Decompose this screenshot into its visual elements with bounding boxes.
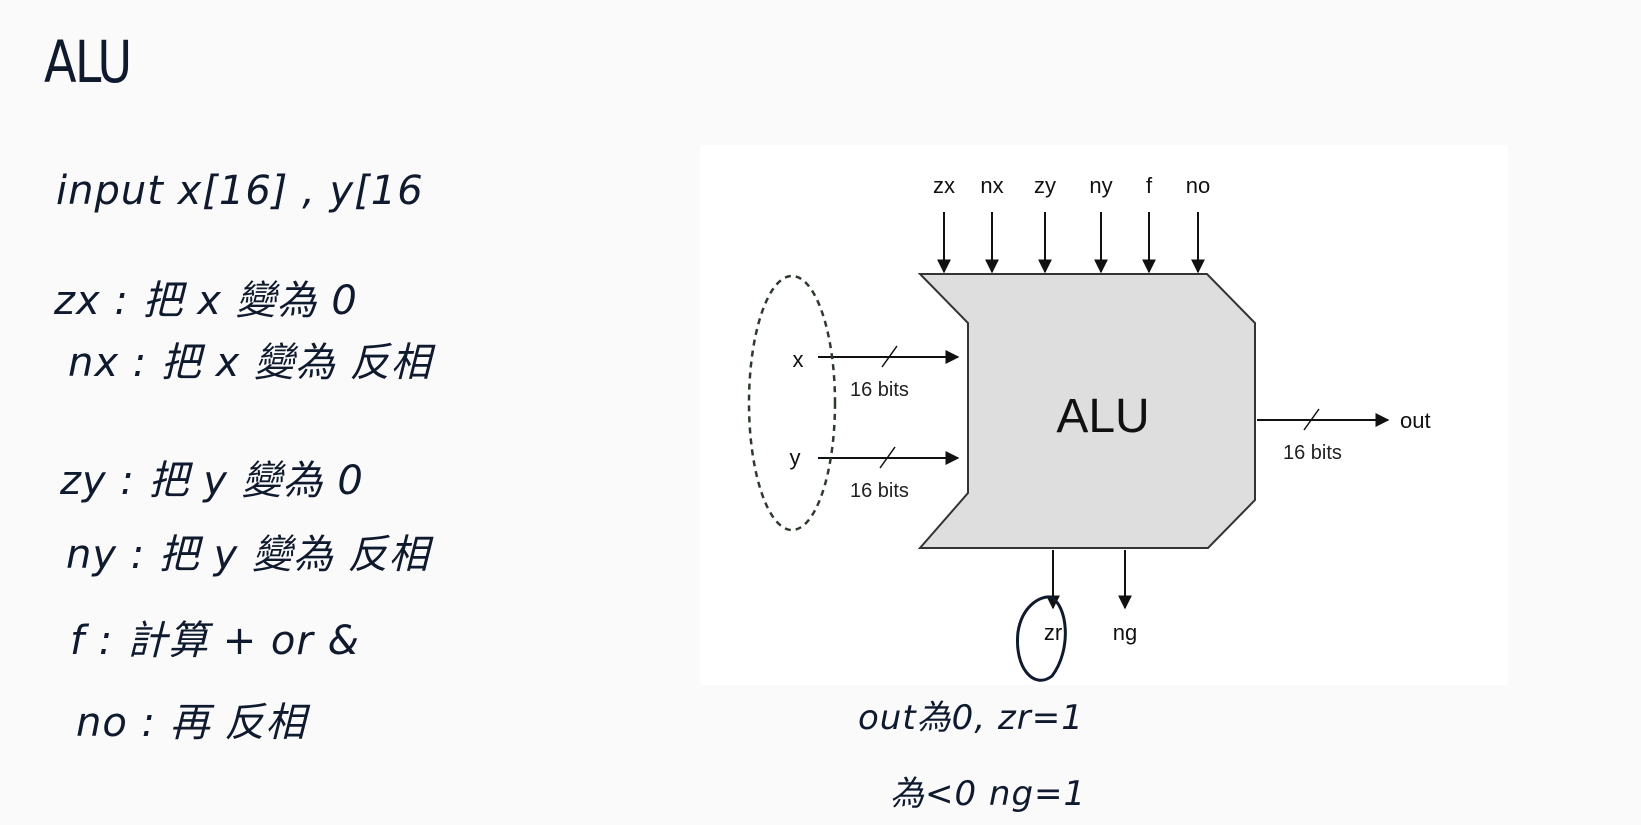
alu-chip-body — [917, 273, 1256, 549]
zr-hand-circle — [1015, 595, 1067, 682]
control-input-no: no — [1186, 173, 1210, 274]
notes-title: ALU — [44, 28, 132, 96]
control-label-f: f — [1146, 173, 1153, 198]
data-input-width-y: 16 bits — [850, 480, 909, 502]
control-label-zy: zy — [1034, 173, 1056, 198]
status-output-ng: ng — [1113, 550, 1137, 645]
control-label-no: no — [1186, 173, 1210, 198]
control-label-zx: zx — [933, 173, 955, 198]
data-input-x: x 16 bits — [793, 345, 960, 401]
control-label-ny: ny — [1089, 173, 1112, 198]
note-input-line: input x[16] , y[16 — [56, 168, 424, 214]
note-no: no : 再 反相 — [76, 700, 307, 746]
inputs-group-ellipse — [747, 274, 837, 532]
bus-slash-y — [879, 446, 896, 469]
bus-slash-out — [1303, 408, 1320, 431]
control-input-nx: nx — [980, 173, 1004, 274]
note-nx: nx : 把 x 變為 反相 — [68, 340, 432, 386]
bus-slash-x — [881, 345, 898, 368]
data-input-label-x: x — [793, 347, 804, 372]
data-output-out: out 16 bits — [1257, 408, 1431, 464]
note-ng: 為<0 ng=1 — [890, 774, 1087, 814]
data-output-label: out — [1400, 408, 1431, 433]
data-output-width: 16 bits — [1283, 442, 1342, 464]
data-input-y: y 16 bits — [790, 445, 960, 502]
data-input-label-y: y — [790, 445, 801, 470]
note-ny: ny : 把 y 變為 反相 — [66, 532, 430, 578]
note-zx: zx : 把 x 變為 0 — [54, 278, 358, 324]
control-label-nx: nx — [980, 173, 1003, 198]
control-input-zx: zx — [933, 173, 955, 274]
control-input-f: f — [1142, 173, 1156, 274]
note-zr: out為0, zr=1 — [858, 698, 1084, 738]
note-zy: zy : 把 y 變為 0 — [60, 458, 364, 504]
status-label-zr: zr — [1044, 620, 1062, 645]
status-label-ng: ng — [1113, 620, 1137, 645]
note-f: f : 計算 + or & — [70, 618, 360, 664]
data-input-width-x: 16 bits — [850, 379, 909, 401]
control-input-zy: zy — [1034, 173, 1056, 274]
alu-chip-label: ALU — [1056, 390, 1149, 443]
control-input-ny: ny — [1089, 173, 1113, 274]
